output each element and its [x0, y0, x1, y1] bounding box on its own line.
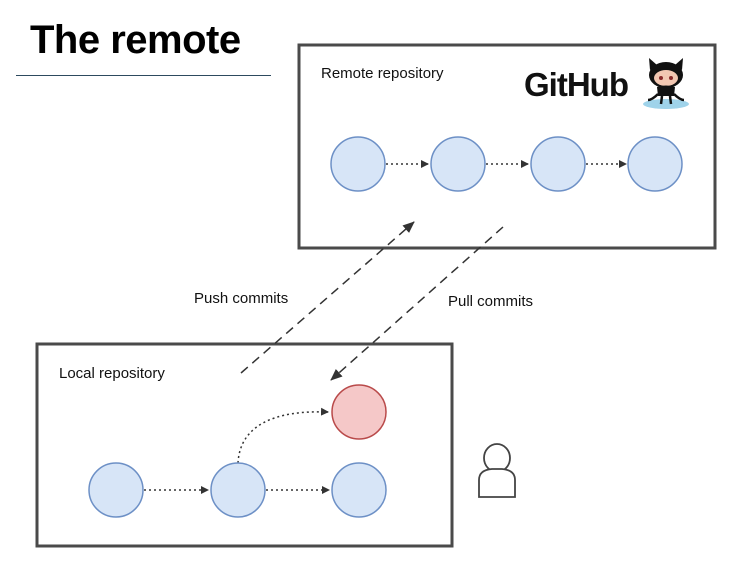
- page-title: The remote: [30, 18, 241, 62]
- new-commit: [331, 384, 387, 440]
- remote-repository-label: Remote repository: [321, 65, 444, 82]
- branch-commit-arrow: [237, 407, 329, 464]
- local-repository-label: Local repository: [59, 365, 165, 382]
- remote-commit: [530, 136, 586, 192]
- pull-commits-label: Pull commits: [448, 293, 534, 310]
- pull-arrow: [330, 226, 504, 381]
- local-commit: [210, 462, 266, 518]
- local-commit: [88, 462, 144, 518]
- push-commits-label: Push commits: [194, 290, 289, 307]
- push-arrow: [240, 221, 415, 374]
- person-icon: [478, 443, 516, 498]
- remote-commit: [430, 136, 486, 192]
- remote-commit: [330, 136, 386, 192]
- octocat-icon: [643, 58, 689, 109]
- remote-commit: [627, 136, 683, 192]
- local-commit: [331, 462, 387, 518]
- title-underline: [16, 75, 271, 76]
- github-logo: GitHub: [524, 66, 629, 103]
